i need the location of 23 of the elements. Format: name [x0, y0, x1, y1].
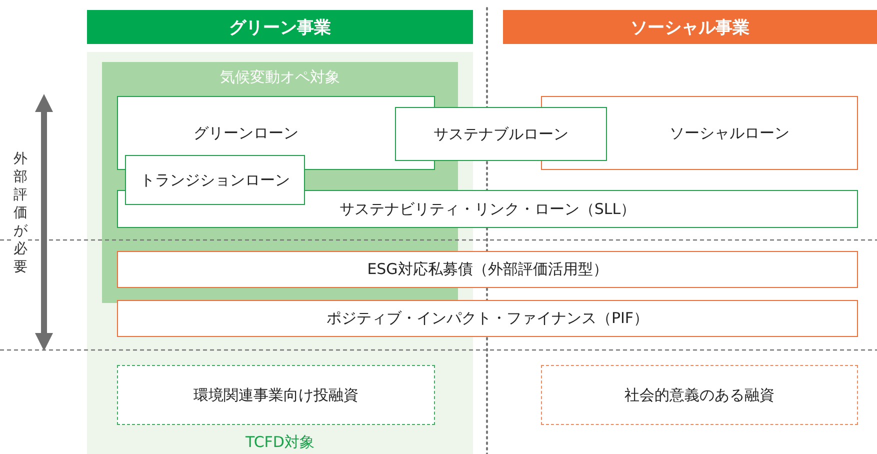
box-label: 社会的意義のある融資	[624, 386, 774, 404]
box-label: サステナブルローン	[434, 124, 568, 144]
category-header	[87, 10, 473, 44]
box-label: サステナビリティ・リンク・ローン（SLL）	[339, 200, 636, 218]
header-text: グリーン事業	[229, 16, 331, 38]
box-label: ポジティブ・インパクト・ファイナンス（PIF）	[326, 309, 649, 328]
loan-box	[395, 107, 607, 161]
box-label: ソーシャルローン	[670, 124, 790, 142]
box-label: グリーンローン	[194, 124, 298, 142]
finance-box	[117, 365, 435, 425]
box-label: トランジションローン	[140, 170, 290, 190]
loan-box	[125, 155, 305, 205]
region-title: TCFD対象	[246, 433, 314, 452]
finance-box	[541, 365, 858, 425]
loan-box	[117, 190, 858, 228]
region-title: 気候変動オペ対象	[220, 68, 340, 87]
category-header	[503, 10, 877, 44]
header-text: ソーシャル事業	[630, 16, 750, 38]
box-label: 環境関連事業向け投融資	[194, 386, 358, 404]
loan-box	[117, 300, 858, 337]
loan-box	[117, 251, 858, 288]
axis-label: 外部評価が必要	[13, 150, 28, 276]
box-label: ESG対応私募債（外部評価活用型）	[367, 260, 608, 279]
